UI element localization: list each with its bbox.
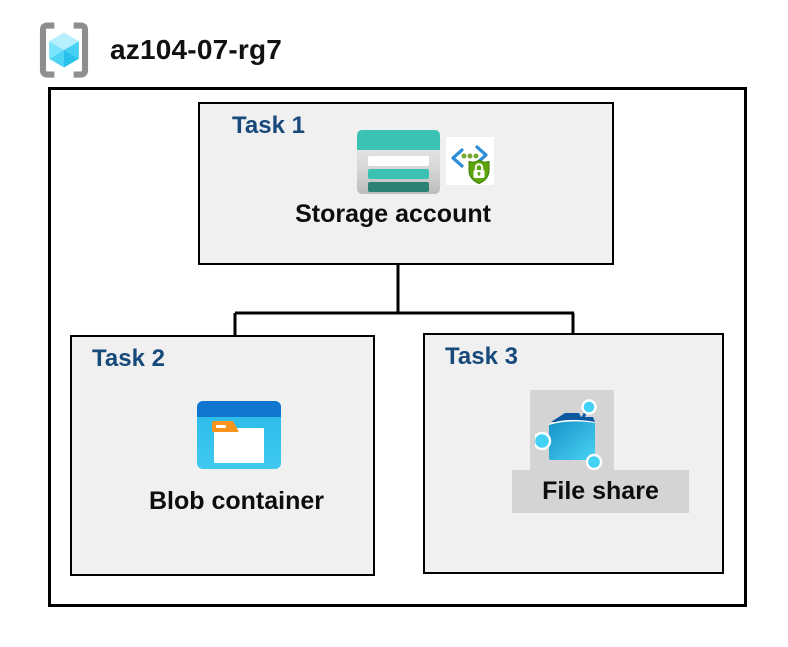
task3-label: Task 3 bbox=[445, 343, 518, 370]
resource-group-name: az104-07-rg7 bbox=[110, 34, 283, 65]
file-share-label-band: File share bbox=[512, 470, 689, 513]
task1-box: Task 1 Storage account bbox=[198, 102, 614, 265]
blob-container-label: Blob container bbox=[148, 487, 324, 515]
task2-label: Task 2 bbox=[92, 345, 165, 372]
storage-account-icon bbox=[357, 130, 440, 194]
task2-box: Task 2 Blob container bbox=[70, 335, 375, 576]
resource-group-header: az104-07-rg7 bbox=[36, 18, 282, 82]
storage-icon-white-bar bbox=[368, 156, 429, 166]
resource-group-icon bbox=[39, 22, 89, 78]
blob-icon-folder bbox=[214, 428, 264, 463]
storage-icon-top-bar bbox=[357, 130, 440, 150]
code-lock-shield-icon bbox=[446, 137, 494, 185]
file-share-icon bbox=[535, 399, 603, 470]
task3-box: Task 3 bbox=[423, 333, 724, 574]
file-share-icon-background bbox=[530, 390, 614, 477]
storage-icon-dark-bar bbox=[368, 182, 429, 192]
blob-container-icon bbox=[197, 401, 281, 469]
storage-account-label: Storage account bbox=[295, 200, 491, 228]
blob-icon-titlebar bbox=[197, 401, 281, 417]
task1-label: Task 1 bbox=[232, 112, 305, 139]
file-share-label: File share bbox=[542, 477, 659, 505]
blob-icon-tab-dash bbox=[216, 425, 226, 428]
storage-icon-teal-bar bbox=[368, 169, 429, 179]
